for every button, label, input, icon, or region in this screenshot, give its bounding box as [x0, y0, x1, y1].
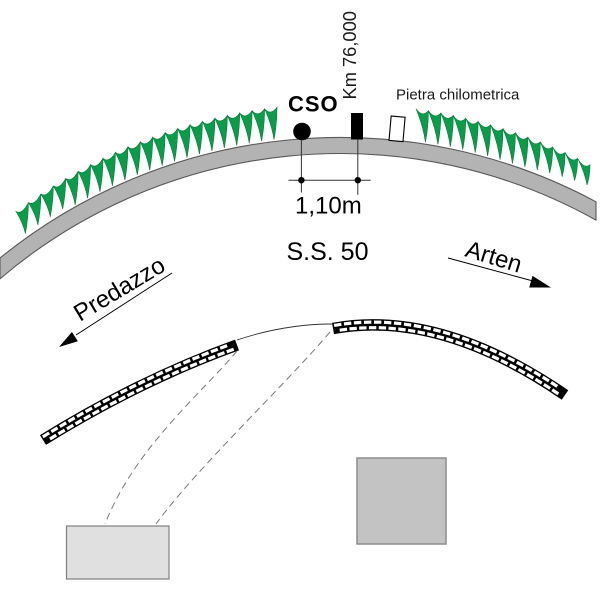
svg-text:CSO: CSO [288, 92, 339, 117]
svg-text:Arten: Arten [462, 236, 525, 279]
svg-text:S.S. 50: S.S. 50 [287, 238, 369, 266]
svg-text:Km 76,000: Km 76,000 [339, 11, 360, 99]
svg-text:Pietra chilometrica: Pietra chilometrica [396, 87, 520, 104]
svg-text:Predazzo: Predazzo [69, 252, 170, 327]
svg-text:1,10m: 1,10m [295, 193, 362, 220]
